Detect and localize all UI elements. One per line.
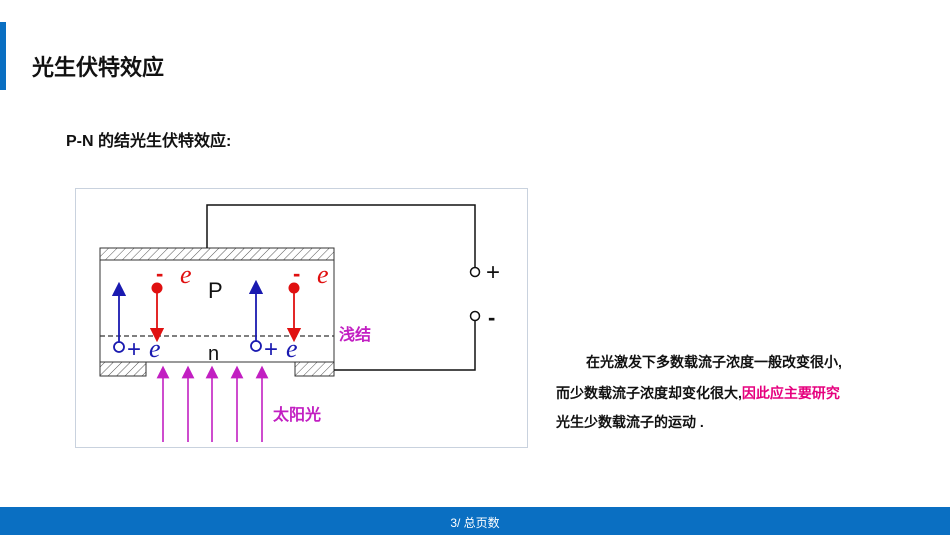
hole-symbol-left: e xyxy=(149,334,161,363)
hole-symbol-right: e xyxy=(286,334,298,363)
description-line-3: 光生少数载流子的运动 . xyxy=(556,414,704,430)
electron-icon-left xyxy=(151,282,163,294)
terminal-plus-icon xyxy=(469,266,481,278)
semiconductor-body xyxy=(99,259,335,363)
terminal-plus-label: + xyxy=(486,259,500,286)
electron-minus-right: - xyxy=(293,261,300,286)
wire-bottom xyxy=(334,321,476,371)
page-title: 光生伏特效应 xyxy=(32,55,165,80)
terminal-minus-icon xyxy=(469,310,481,322)
title-accent-bar xyxy=(0,22,6,90)
section-subtitle: P-N 的结光生伏特效应: xyxy=(66,133,232,150)
n-region-label: n xyxy=(208,343,219,365)
description-line-2: 而少数载流子浓度却变化很大,因此应主要研究 xyxy=(556,383,916,403)
shallow-junction-label: 浅结 xyxy=(339,325,371,344)
footer-bar xyxy=(0,507,950,535)
description-line-1: 在光激发下多数载流子浓度一般改变很小, xyxy=(586,354,842,370)
hole-icon-right xyxy=(250,340,262,352)
hole-plus-left: + xyxy=(127,336,141,363)
electron-minus-left: - xyxy=(156,261,163,286)
wire-top xyxy=(206,204,476,267)
top-electrode xyxy=(99,247,335,261)
terminal-minus-label: - xyxy=(488,305,495,330)
hole-icon-left xyxy=(113,341,125,353)
page-number: 3/ 总页数 xyxy=(450,516,500,530)
description-line-2-highlight: 因此应主要研究 xyxy=(741,385,840,401)
description-line-2-normal: 而少数载流子浓度却变化很大, xyxy=(556,385,742,401)
electron-symbol-left: e xyxy=(180,260,192,289)
bottom-electrode-left xyxy=(99,361,147,377)
bottom-electrode-right xyxy=(294,361,335,377)
hole-plus-right: + xyxy=(264,336,278,363)
p-region-label: P xyxy=(208,278,223,303)
electron-symbol-right: e xyxy=(317,260,329,289)
diagram-frame xyxy=(75,188,528,448)
electron-icon-right xyxy=(288,282,300,294)
sunlight-label: 太阳光 xyxy=(272,405,321,424)
